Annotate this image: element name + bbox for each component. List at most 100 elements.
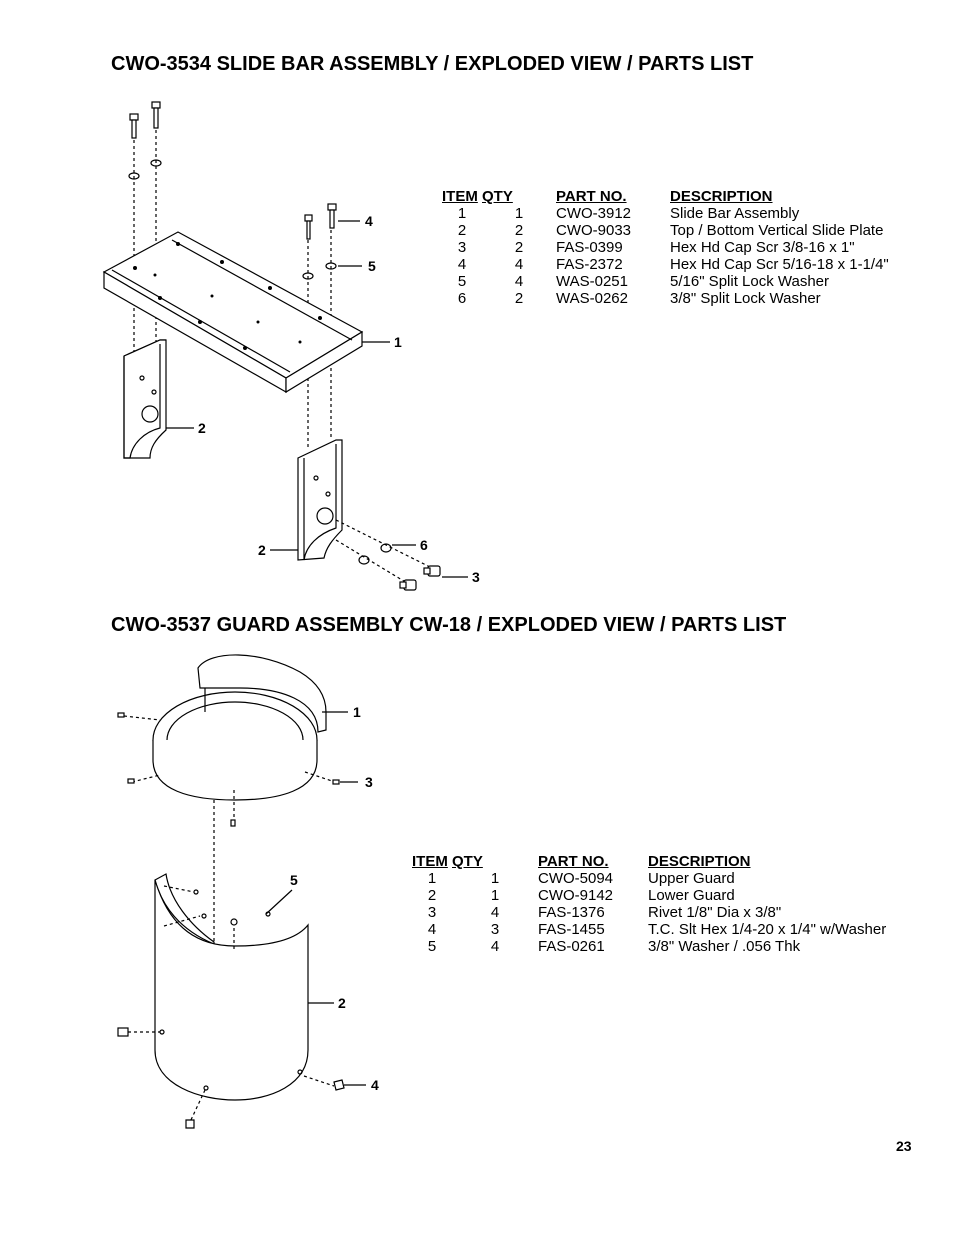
vertical-slide-plate bbox=[297, 439, 343, 561]
upper-guard bbox=[152, 654, 327, 801]
washer-icon bbox=[380, 543, 392, 553]
table-header-row: ITEM QTY PART NO. DESCRIPTION bbox=[442, 188, 900, 205]
cell-item: 1 bbox=[427, 870, 437, 887]
section-title-guard: CWO-3537 GUARD ASSEMBLY CW-18 / EXPLODED… bbox=[111, 614, 787, 636]
table-row: 5 4 WAS-0251 5/16" Split Lock Washer bbox=[442, 273, 900, 290]
rivet-icon bbox=[332, 779, 340, 785]
cell-qty: 4 bbox=[514, 256, 524, 273]
washer-icon bbox=[358, 555, 370, 565]
callout-number: 6 bbox=[420, 537, 428, 553]
table-row: 6 2 WAS-0262 3/8" Split Lock Washer bbox=[442, 290, 900, 307]
callout-number: 5 bbox=[368, 258, 376, 274]
table-row: 4 4 FAS-2372 Hex Hd Cap Scr 5/16-18 x 1-1/4… bbox=[442, 256, 900, 273]
cell-qty: 2 bbox=[514, 239, 524, 256]
callout-number: 1 bbox=[394, 334, 402, 350]
callout-number: 4 bbox=[365, 213, 373, 229]
column-header-item: ITEM bbox=[412, 853, 448, 870]
cell-part-no: WAS-0262 bbox=[556, 290, 628, 307]
cell-description: Slide Bar Assembly bbox=[670, 205, 800, 222]
section-title-slide-bar: CWO-3534 SLIDE BAR ASSEMBLY / EXPLODED V… bbox=[111, 53, 754, 75]
cell-item: 5 bbox=[427, 938, 437, 955]
cell-description: 5/16" Split Lock Washer bbox=[670, 273, 830, 290]
cell-description: Rivet 1/8" Dia x 3/8" bbox=[648, 904, 782, 921]
cell-description: 3/8" Split Lock Washer bbox=[670, 290, 821, 307]
slide-bar-drawing bbox=[102, 101, 468, 591]
cell-part-no: FAS-0261 bbox=[538, 938, 605, 955]
cell-description: 3/8" Washer / .056 Thk bbox=[648, 938, 801, 955]
column-header-description: DESCRIPTION bbox=[670, 188, 773, 205]
cell-description: Top / Bottom Vertical Slide Plate bbox=[670, 222, 884, 239]
cell-qty: 3 bbox=[490, 921, 500, 938]
cell-part-no: CWO-9033 bbox=[556, 222, 632, 239]
table-row: 3 4 FAS-1376 Rivet 1/8" Dia x 3/8" bbox=[412, 904, 908, 921]
column-header-description: DESCRIPTION bbox=[648, 853, 751, 870]
cell-part-no: CWO-3912 bbox=[556, 205, 632, 222]
column-header-part-no: PART NO. bbox=[538, 853, 609, 870]
screw-icon bbox=[117, 1027, 129, 1037]
bolt-icon bbox=[304, 214, 313, 240]
cell-item: 6 bbox=[457, 290, 467, 307]
screw-icon bbox=[185, 1119, 195, 1129]
table-row: 1 1 CWO-5094 Upper Guard bbox=[412, 870, 908, 887]
table-header-row: ITEM QTY PART NO. DESCRIPTION bbox=[412, 853, 908, 870]
cell-description: Upper Guard bbox=[648, 870, 735, 887]
table-row: 3 2 FAS-0399 Hex Hd Cap Scr 3/8-16 x 1" bbox=[442, 239, 900, 256]
rivet-icon bbox=[230, 819, 236, 827]
cell-item: 3 bbox=[457, 239, 467, 256]
cell-description: Hex Hd Cap Scr 3/8-16 x 1" bbox=[670, 239, 855, 256]
bolt-icon bbox=[327, 203, 337, 229]
callout-number: 5 bbox=[290, 872, 298, 888]
bolt-icon bbox=[129, 113, 139, 139]
cell-qty: 1 bbox=[490, 887, 500, 904]
cell-part-no: FAS-2372 bbox=[556, 256, 623, 273]
column-header-qty: QTY bbox=[452, 853, 483, 870]
cell-part-no: FAS-1376 bbox=[538, 904, 605, 921]
table-row: 5 4 FAS-0261 3/8" Washer / .056 Thk bbox=[412, 938, 908, 955]
callout-number: 3 bbox=[365, 774, 373, 790]
column-header-item: ITEM bbox=[442, 188, 478, 205]
callout-number: 1 bbox=[353, 704, 361, 720]
screw-icon bbox=[333, 1079, 345, 1091]
callout-number: 3 bbox=[472, 569, 480, 585]
cell-part-no: FAS-0399 bbox=[556, 239, 623, 256]
vertical-slide-plate bbox=[123, 339, 167, 459]
page-number: 23 bbox=[896, 1138, 912, 1154]
cell-qty: 2 bbox=[514, 290, 524, 307]
table-row: 4 3 FAS-1455 T.C. Slt Hex 1/4-20 x 1/4" w/W… bbox=[412, 921, 908, 938]
cell-description: T.C. Slt Hex 1/4-20 x 1/4" w/Washer bbox=[648, 921, 887, 938]
callout-number: 2 bbox=[258, 542, 266, 558]
rivet-icon bbox=[117, 712, 125, 718]
cell-item: 3 bbox=[427, 904, 437, 921]
cell-item: 5 bbox=[457, 273, 467, 290]
cell-part-no: FAS-1455 bbox=[538, 921, 605, 938]
rivet-icon bbox=[127, 778, 135, 784]
callout-number: 2 bbox=[198, 420, 206, 436]
bolt-icon bbox=[399, 579, 417, 591]
cell-qty: 4 bbox=[490, 938, 500, 955]
cell-description: Hex Hd Cap Scr 5/16-18 x 1-1/4" bbox=[670, 256, 889, 273]
bolt-icon bbox=[151, 101, 161, 129]
cell-qty: 2 bbox=[514, 222, 524, 239]
bolt-icon bbox=[423, 565, 441, 577]
lower-guard bbox=[154, 873, 309, 1101]
cell-part-no: CWO-5094 bbox=[538, 870, 614, 887]
callout-number: 2 bbox=[338, 995, 346, 1011]
cell-qty: 1 bbox=[514, 205, 524, 222]
cell-qty: 4 bbox=[490, 904, 500, 921]
cell-part-no: WAS-0251 bbox=[556, 273, 628, 290]
cell-description: Lower Guard bbox=[648, 887, 735, 904]
cell-part-no: CWO-9142 bbox=[538, 887, 614, 904]
column-header-qty: QTY bbox=[482, 188, 513, 205]
cell-qty: 1 bbox=[490, 870, 500, 887]
cell-item: 4 bbox=[427, 921, 437, 938]
guard-drawing bbox=[117, 654, 366, 1129]
cell-item: 4 bbox=[457, 256, 467, 273]
cell-qty: 4 bbox=[514, 273, 524, 290]
column-header-part-no: PART NO. bbox=[556, 188, 627, 205]
